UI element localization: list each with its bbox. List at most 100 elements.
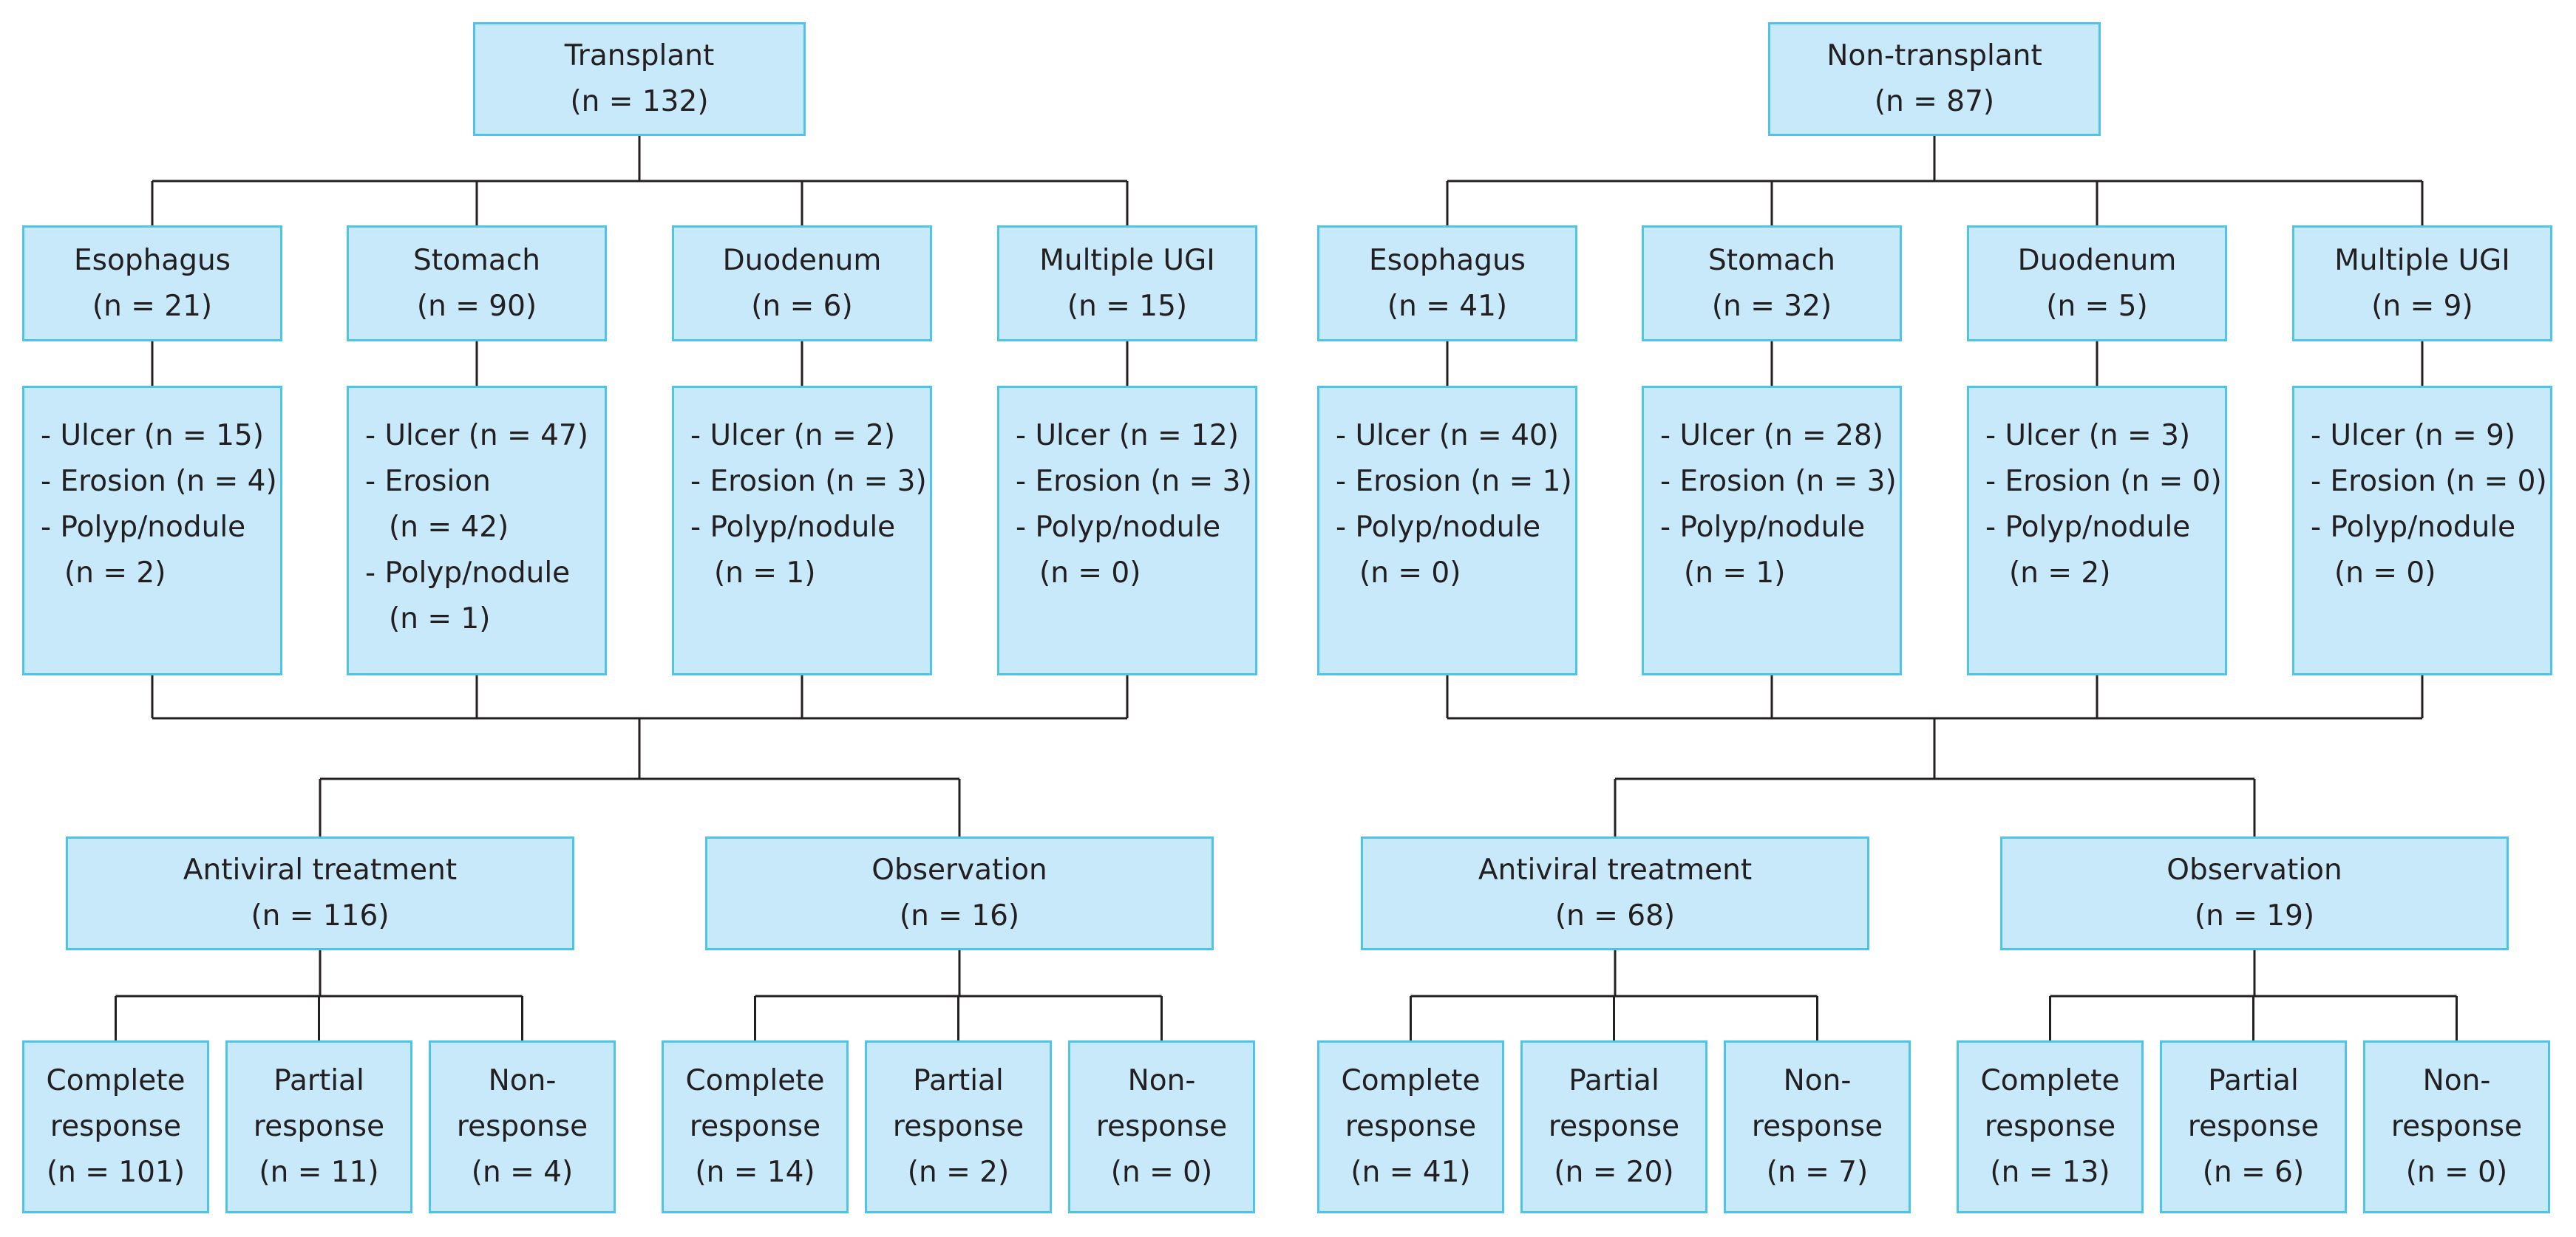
- non-transplant-observation-non-response-box-count: (n = 0): [2405, 1156, 2508, 1189]
- non-transplant-observation-partial-response-box-count: (n = 6): [2202, 1156, 2305, 1189]
- non-transplant-group-box-count: (n = 87): [1874, 85, 1995, 118]
- non-transplant-site-stomach-box-count: (n = 32): [1711, 289, 1832, 323]
- non-transplant-observation-complete-response-box-label-1: Complete: [1980, 1064, 2120, 1097]
- transplant-antiviral-treatment-non-response-box-count: (n = 4): [471, 1156, 574, 1189]
- finding-item: - Ulcer (n = 2): [690, 419, 896, 452]
- transplant-observation-box-count: (n = 16): [899, 899, 1020, 933]
- non-transplant-observation-non-response-box-label-2: response: [2390, 1110, 2523, 1143]
- non-transplant-observation-box-count: (n = 19): [2194, 899, 2315, 933]
- transplant-antiviral-treatment-complete-response-box-label-2: response: [50, 1110, 182, 1143]
- non-transplant-observation-partial-response-box: Partial response (n = 6): [2160, 1040, 2347, 1213]
- non-transplant-observation-box-name: Observation: [2167, 853, 2342, 887]
- transplant-antiviral-treatment-partial-response-box-label-1: Partial: [273, 1064, 364, 1097]
- transplant-observation-box: Observation (n = 16): [705, 836, 1214, 950]
- transplant-site-multiple-ugi-box-count: (n = 15): [1067, 289, 1188, 323]
- non-transplant-site-multiple-ugi-box-count: (n = 9): [2371, 289, 2473, 323]
- non-transplant-site-multiple-ugi-box: Multiple UGI (n = 9): [2292, 225, 2552, 341]
- finding-item: - Erosion (n = 4): [41, 465, 277, 498]
- non-transplant-antiviral-treatment-non-response-box: Non-response (n = 7): [1724, 1040, 1911, 1213]
- transplant-site-duodenum-findings-box: - Ulcer (n = 2)- Erosion (n = 3)- Polyp/…: [672, 386, 932, 675]
- non-transplant-antiviral-treatment-non-response-box-count: (n = 7): [1766, 1156, 1869, 1189]
- transplant-site-multiple-ugi-findings-box: - Ulcer (n = 12) - Erosion (n = 3) - Polyp…: [997, 386, 1257, 675]
- non-transplant-observation-box: Observation (n = 19): [2000, 836, 2509, 950]
- transplant-antiviral-treatment-box: Antiviral treatment(n = 116): [66, 836, 574, 950]
- finding-item: - Ulcer (n = 15): [41, 419, 264, 452]
- finding-item: - Polyp/nodule: [690, 511, 896, 544]
- finding-item: - Polyp/nodule: [1336, 511, 1541, 544]
- non-transplant-site-esophagus-findings-box: - Ulcer (n = 40)- Erosion (n = 1)- Polyp…: [1317, 386, 1577, 675]
- finding-item: - Erosion (n = 3): [1016, 465, 1252, 498]
- non-transplant-observation-partial-response-box-label-1: Partial: [2208, 1064, 2299, 1097]
- transplant-site-duodenum-box-name: Duodenum: [722, 243, 882, 277]
- transplant-antiviral-treatment-complete-response-box: Complete response (n = 101): [22, 1040, 209, 1213]
- transplant-observation-non-response-box: Non-response(n = 0): [1068, 1040, 1255, 1213]
- transplant-site-esophagus-findings-box: - Ulcer (n = 15) - Erosion (n = 4) - Polyp…: [22, 386, 282, 675]
- finding-item: - Erosion (n = 0): [2311, 465, 2547, 498]
- transplant-site-stomach-box-name: Stomach: [413, 243, 540, 277]
- transplant-observation-complete-response-box-label-1: Complete: [685, 1064, 825, 1097]
- non-transplant-observation-complete-response-box-label-2: response: [1984, 1110, 2116, 1143]
- finding-count: (n = 0): [1359, 556, 1461, 590]
- finding-item: - Polyp/nodule: [1016, 511, 1221, 544]
- transplant-site-multiple-ugi-box: Multiple UGI(n = 15): [997, 225, 1257, 341]
- transplant-antiviral-treatment-partial-response-box-label-2: response: [253, 1110, 385, 1143]
- non-transplant-antiviral-treatment-partial-response-box-label-2: response: [1548, 1110, 1680, 1143]
- non-transplant-observation-non-response-box-label-1: Non-: [2422, 1064, 2491, 1097]
- non-transplant-observation-complete-response-box: Complete response (n = 13): [1957, 1040, 2144, 1213]
- transplant-group-box-count: (n = 132): [570, 85, 709, 118]
- non-transplant-site-multiple-ugi-findings-box: - Ulcer (n = 9) - Erosion (n = 0) - Polyp/…: [2292, 386, 2552, 675]
- transplant-site-esophagus-box-name: Esophagus: [74, 243, 231, 277]
- finding-item: - Polyp/nodule: [2311, 511, 2516, 544]
- transplant-site-duodenum-box-count: (n = 6): [751, 289, 853, 323]
- non-transplant-antiviral-treatment-non-response-box-label-1: Non-: [1783, 1064, 1852, 1097]
- transplant-site-esophagus-box: Esophagus(n = 21): [22, 225, 282, 341]
- non-transplant-antiviral-treatment-box-count: (n = 68): [1554, 899, 1676, 933]
- transplant-observation-partial-response-box-count: (n = 2): [907, 1156, 1010, 1189]
- transplant-site-stomach-box: Stomach(n = 90): [347, 225, 607, 341]
- non-transplant-observation-complete-response-box-count: (n = 13): [1990, 1156, 2110, 1189]
- finding-item: - Ulcer (n = 3): [1985, 419, 2191, 452]
- transplant-antiviral-treatment-complete-response-box-count: (n = 101): [46, 1156, 186, 1189]
- transplant-observation-complete-response-box-label-2: response: [689, 1110, 821, 1143]
- non-transplant-site-duodenum-box: Duodenum(n = 5): [1967, 225, 2227, 341]
- transplant-observation-box-name: Observation: [871, 853, 1047, 887]
- finding-count: (n = 42): [389, 511, 509, 544]
- transplant-observation-non-response-box-label-1: Non-: [1127, 1064, 1196, 1097]
- finding-count: (n = 0): [2334, 556, 2436, 590]
- transplant-antiviral-treatment-non-response-box: Non-response(n = 4): [429, 1040, 616, 1213]
- finding-count: (n = 1): [714, 556, 816, 590]
- transplant-site-duodenum-box: Duodenum (n = 6): [672, 225, 932, 341]
- non-transplant-site-stomach-findings-box: - Ulcer (n = 28)- Erosion (n = 3)- Polyp…: [1642, 386, 1902, 675]
- non-transplant-antiviral-treatment-complete-response-box-label-2: response: [1345, 1110, 1477, 1143]
- finding-count: (n = 2): [2009, 556, 2111, 590]
- non-transplant-antiviral-treatment-box: Antiviral treatment (n = 68): [1361, 836, 1869, 950]
- non-transplant-antiviral-treatment-complete-response-box-label-1: Complete: [1341, 1064, 1481, 1097]
- non-transplant-site-esophagus-box: Esophagus(n = 41): [1317, 225, 1577, 341]
- finding-item: - Polyp/nodule: [41, 511, 246, 544]
- non-transplant-antiviral-treatment-partial-response-box-count: (n = 20): [1554, 1156, 1674, 1189]
- non-transplant-antiviral-treatment-complete-response-box-count: (n = 41): [1350, 1156, 1471, 1189]
- finding-item: - Erosion (n = 0): [1985, 465, 2222, 498]
- non-transplant-site-multiple-ugi-box-name: Multiple UGI: [2334, 243, 2510, 277]
- non-transplant-site-duodenum-box-name: Duodenum: [2017, 243, 2177, 277]
- finding-item: - Polyp/nodule: [1985, 511, 2191, 544]
- finding-item: - Ulcer (n = 12): [1016, 419, 1239, 452]
- transplant-observation-partial-response-box-label-1: Partial: [913, 1064, 1004, 1097]
- finding-item: - Erosion: [365, 465, 491, 498]
- finding-item: - Ulcer (n = 9): [2311, 419, 2516, 452]
- non-transplant-observation-non-response-box: Non-response (n = 0): [2363, 1040, 2550, 1213]
- non-transplant-site-stomach-box: Stomach(n = 32): [1642, 225, 1902, 341]
- finding-item: - Ulcer (n = 47): [365, 419, 588, 452]
- transplant-antiviral-treatment-complete-response-box-label-1: Complete: [46, 1064, 186, 1097]
- non-transplant-antiviral-treatment-box-name: Antiviral treatment: [1478, 853, 1753, 887]
- non-transplant-observation-partial-response-box-label-2: response: [2187, 1110, 2320, 1143]
- non-transplant-antiviral-treatment-non-response-box-label-2: response: [1751, 1110, 1883, 1143]
- non-transplant-antiviral-treatment-complete-response-box: Complete response (n = 41): [1317, 1040, 1504, 1213]
- transplant-antiviral-treatment-non-response-box-label-2: response: [456, 1110, 588, 1143]
- finding-item: - Polyp/nodule: [1660, 511, 1866, 544]
